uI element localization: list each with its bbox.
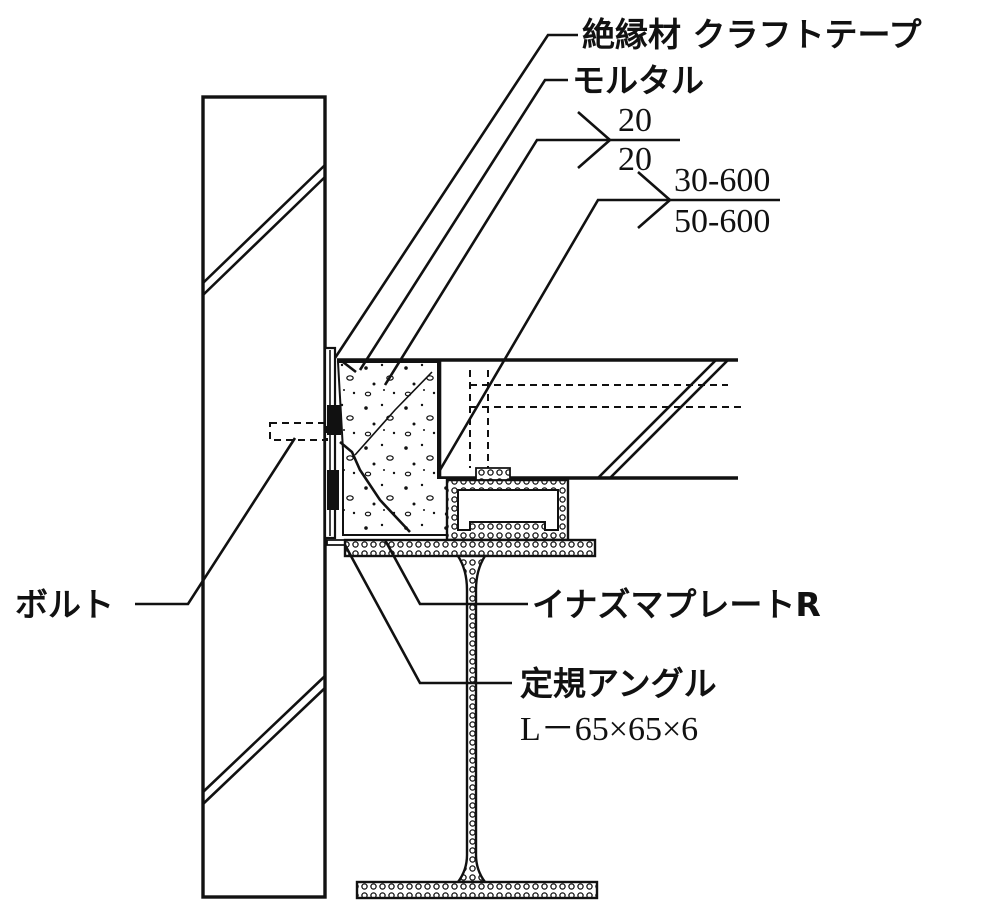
weld-symbol-2: 30-600 50-600 bbox=[637, 162, 780, 240]
ruler-angle bbox=[323, 346, 346, 546]
leader-lines bbox=[135, 33, 638, 685]
wall-panel bbox=[201, 95, 327, 899]
label-insulation: 絶縁材 クラフトテープ bbox=[582, 15, 923, 54]
weld1-top-value: 20 bbox=[618, 102, 652, 139]
mortar-fill bbox=[336, 360, 448, 536]
label-angle-size: L－65×65×6 bbox=[520, 711, 698, 748]
weld2-bottom-value: 50-600 bbox=[674, 203, 770, 240]
bolt bbox=[269, 422, 328, 441]
support-channel bbox=[445, 467, 570, 542]
weld-symbol-1: 20 20 bbox=[577, 102, 680, 178]
label-angle: 定規アングル bbox=[520, 664, 717, 703]
label-bolt: ボルト bbox=[15, 585, 114, 624]
label-plate: イナズマプレートR bbox=[532, 585, 821, 624]
weld2-top-value: 30-600 bbox=[674, 162, 770, 199]
steel-h-beam bbox=[343, 538, 599, 900]
weld1-bottom-value: 20 bbox=[618, 141, 652, 178]
label-mortar: モルタル bbox=[572, 61, 704, 100]
